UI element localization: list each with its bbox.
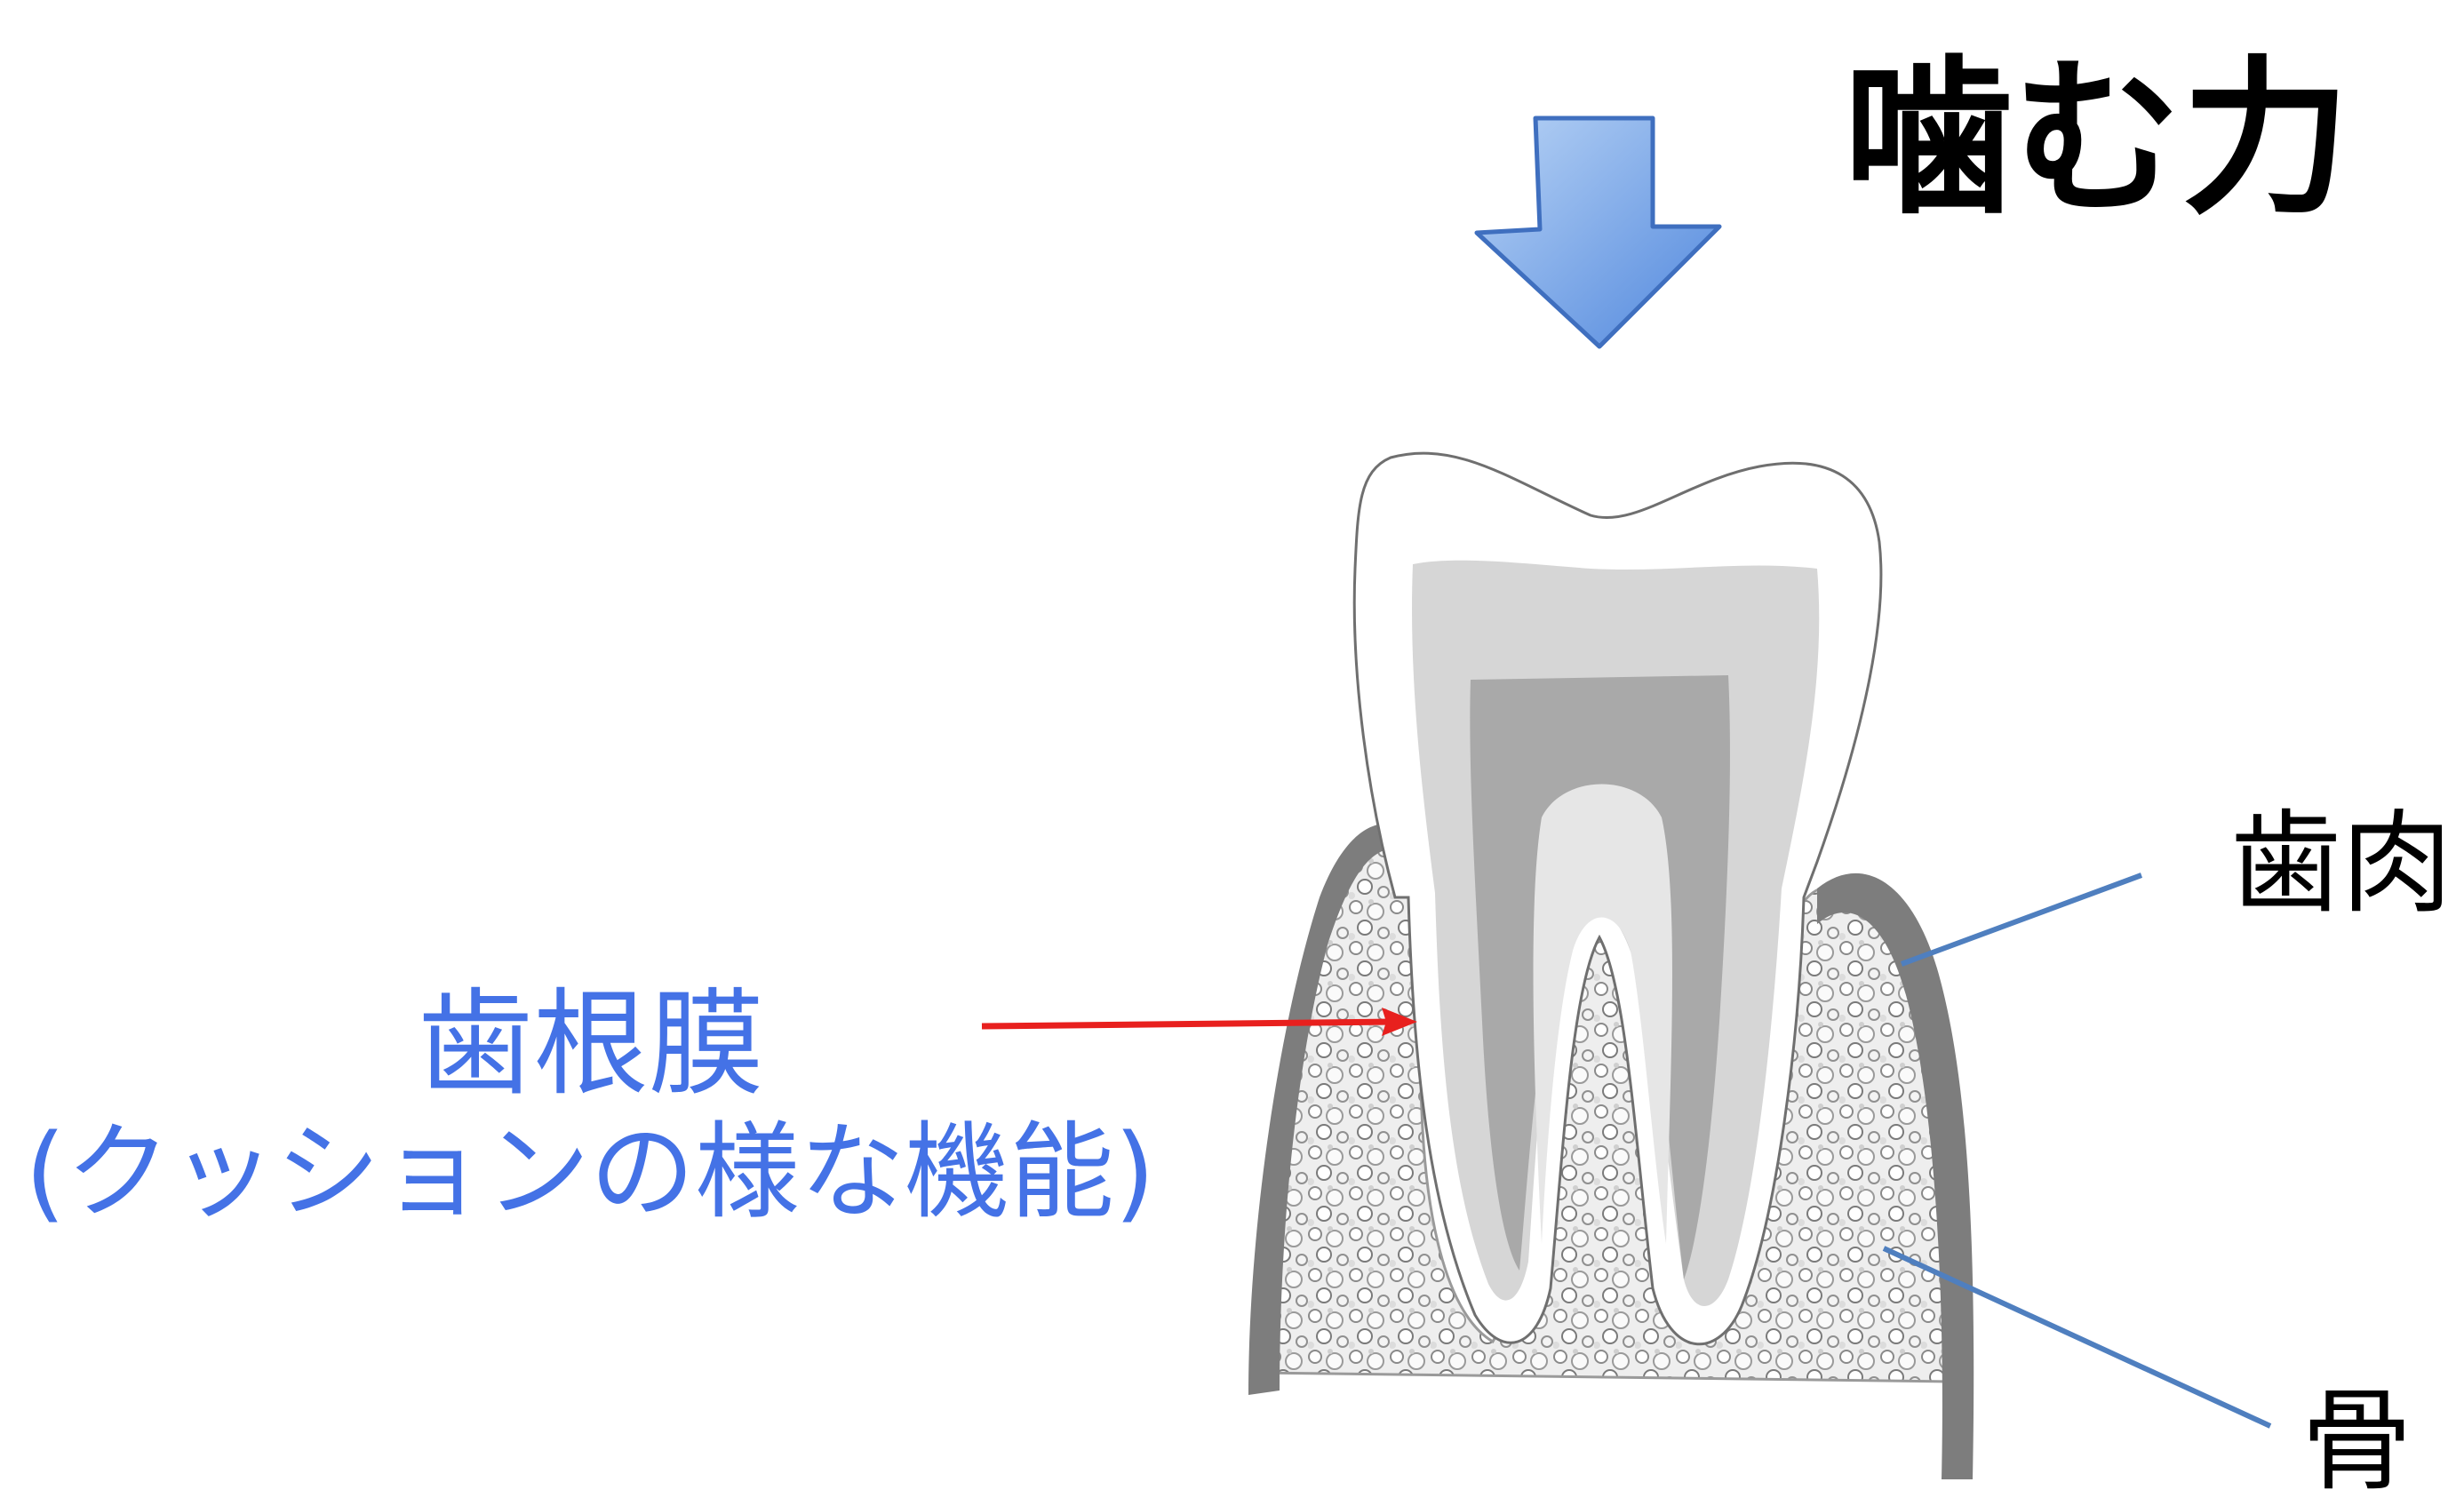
ligament-pointer-head xyxy=(1382,1008,1417,1036)
bone-label: 骨 xyxy=(2301,1377,2412,1506)
gum-right xyxy=(1817,873,1974,1479)
ligament-pointer-line xyxy=(981,1018,1396,1030)
gum-left xyxy=(1248,824,1408,1395)
tooth-pulp xyxy=(1470,675,1730,1279)
bone-leader-line xyxy=(1882,1246,2272,1429)
gum-leader-line xyxy=(1900,873,2143,967)
down-arrow-icon xyxy=(1474,116,1722,349)
gum-label: 歯肉 xyxy=(2230,800,2452,928)
bite-force-label: 噛む力 xyxy=(1844,41,2351,237)
periodontal-ligament-description: (クッションの様な機能) xyxy=(25,1111,1156,1233)
tooth-pulp-core xyxy=(1533,784,1672,1244)
periodontal-ligament-label: 歯根膜 xyxy=(418,976,765,1112)
